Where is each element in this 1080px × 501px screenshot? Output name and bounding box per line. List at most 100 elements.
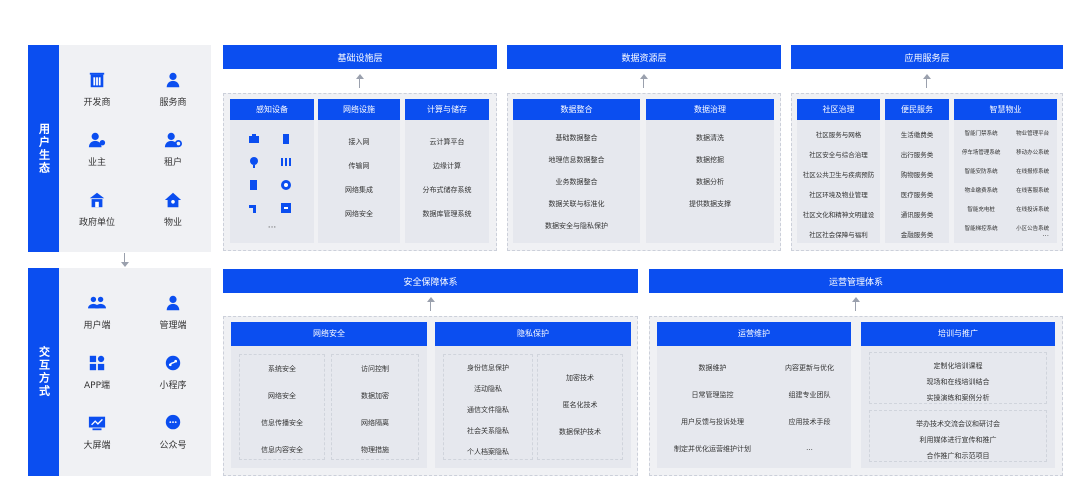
list-item: 智能梯控系统 — [964, 226, 998, 232]
more-indicator: ··· — [267, 223, 277, 233]
list-item: 应用技术手段 — [788, 418, 831, 426]
list-item: 社会关系隐私 — [467, 427, 509, 435]
list-item: 智能安防系统 — [964, 169, 998, 175]
device-icon — [250, 180, 257, 190]
list-item: 身份信息保护 — [467, 364, 509, 372]
client-user-app: 用户端 — [59, 282, 135, 342]
list-item: 智能充电桩 — [967, 207, 995, 213]
more-indicator: ··· — [1042, 232, 1049, 240]
list-item: 移动办公系统 — [1016, 150, 1050, 156]
list-item: 实操演练和案例分析 — [926, 394, 990, 402]
list-item: ... — [806, 444, 813, 452]
list-item: 网络隔离 — [361, 419, 389, 427]
convenience-title: 便民服务 — [885, 99, 949, 120]
list-item: 小区公告系统 — [1016, 226, 1050, 232]
tap-icon — [249, 205, 256, 213]
list-item: 网络安全 — [345, 210, 373, 218]
user-service-provider: 服务商 — [135, 59, 211, 119]
client-big-screen: 大屏端 — [59, 402, 135, 462]
apps-icon — [89, 355, 105, 370]
operations-system-bar: 运营管理体系 — [649, 269, 1063, 293]
list-item: 在线投诉系统 — [1016, 207, 1050, 213]
list-item: 提供数据支撑 — [689, 200, 731, 208]
sensor-icon — [250, 157, 258, 168]
list-item: 社区安全与综合治理 — [809, 151, 868, 159]
list-item: 社区文化和精神文明建设 — [802, 211, 875, 219]
person-icon — [166, 72, 180, 87]
list-item: 活动隐私 — [474, 385, 502, 393]
integration-title: 数据整合 — [513, 99, 640, 120]
client-app: APP端 — [59, 342, 135, 402]
data-governance-panel: 数据治理 数据清洗 数据挖掘 数据分析 提供数据支撑 — [646, 99, 774, 243]
list-item: 举办技术交流会议和研讨会 — [916, 420, 1000, 428]
training-group-2: 举办技术交流会议和研讨会 利用媒体进行宣传和推广 合作推广和示范项目 — [869, 410, 1047, 462]
list-item: 数据挖掘 — [696, 156, 724, 164]
training-panel: 定制化培训课程 现场和在线培训结合 实操演练和案例分析 举办技术交流会议和研讨会… — [861, 346, 1055, 468]
list-item: 网络集成 — [345, 186, 373, 194]
list-item: 通讯服务类 — [900, 211, 934, 219]
user-developer: 开发商 — [59, 59, 135, 119]
government-icon — [89, 192, 105, 207]
list-item: 通信文件隐私 — [467, 406, 509, 414]
community-panel: 社区治理 社区服务与网格 社区安全与综合治理 社区公共卫生与疾病预防 社区环境及… — [797, 99, 880, 243]
user-ecosystem-panel: 开发商 服务商 业主 租户 政府单位 物业 — [59, 45, 211, 252]
list-item: 信息内容安全 — [261, 446, 303, 454]
list-item: 在线报修系统 — [1016, 169, 1050, 175]
list-item: 物理措施 — [361, 446, 389, 454]
convenience-panel: 便民服务 生活缴费类 出行服务类 购物服务类 医疗服务类 通讯服务类 金融服务类 — [885, 99, 949, 243]
user-ecosystem-label: 用户生态 — [28, 45, 59, 252]
list-item: 数据加密 — [361, 392, 389, 400]
interaction-panel: 用户端 管理端 APP端 小程序 大屏端 公众号 — [59, 268, 211, 476]
chat-icon — [165, 414, 181, 429]
list-item: 数据维护 — [698, 364, 727, 372]
sensing-panel: 感知设备 ··· — [230, 99, 314, 243]
maintenance-panel: 数据维护 日常管理监控 用户反馈与投诉处理 制定并优化运营维护计划 内容更新与优… — [657, 346, 851, 468]
list-item: 日常管理监控 — [691, 391, 734, 399]
list-item: 数据保护技术 — [559, 428, 601, 436]
arrow-up — [426, 297, 436, 311]
layer-app-bar: 应用服务层 — [791, 45, 1063, 69]
list-item: 出行服务类 — [900, 151, 934, 159]
arrow-up — [922, 74, 932, 88]
privacy-col2: 加密技术 匿名化技术 数据保护技术 — [537, 354, 623, 460]
net-security-panel: 系统安全 网络安全 信息传播安全 信息内容安全 访问控制 数据加密 网络隔离 物… — [231, 346, 427, 468]
list-item: 系统安全 — [268, 365, 296, 373]
training-title: 培训与推广 — [861, 322, 1055, 346]
list-item: 停车场管理系统 — [961, 150, 1001, 156]
list-item: 社区公共卫生与疾病预防 — [802, 171, 875, 179]
house-icon — [164, 192, 182, 207]
privacy-col1: 身份信息保护 活动隐私 通信文件隐私 社会关系隐私 个人档案隐私 — [443, 354, 533, 460]
tenant-icon — [164, 132, 182, 147]
training-group-1: 定制化培训课程 现场和在线培训结合 实操演练和案例分析 — [869, 352, 1047, 404]
user-government: 政府单位 — [59, 179, 135, 239]
list-item: 组建专业团队 — [788, 391, 831, 399]
list-item: 金融服务类 — [900, 231, 934, 239]
property-title: 智慧物业 — [954, 99, 1057, 120]
user-owner: 业主 — [59, 119, 135, 179]
list-item: 个人档案隐私 — [467, 448, 509, 456]
list-item: 在线客服系统 — [1016, 188, 1050, 194]
list-item: 定制化培训课程 — [933, 362, 983, 370]
list-item: 接入网 — [348, 138, 370, 146]
list-item: 生活缴费类 — [900, 131, 934, 139]
smart-property-panel: 智慧物业 智能门禁系统 停车场管理系统 智能安防系统 物业缴费系统 智能充电桩 … — [954, 99, 1057, 243]
camera-icon — [281, 180, 291, 190]
list-item: 数据关联与标准化 — [548, 200, 605, 208]
list-item: 数据清洗 — [696, 134, 724, 142]
community-title: 社区治理 — [797, 99, 880, 120]
client-official-account: 公众号 — [135, 402, 211, 462]
users-icon — [88, 296, 106, 308]
governance-title: 数据治理 — [646, 99, 774, 120]
list-item: 现场和在线培训结合 — [926, 378, 990, 386]
battery-icon — [283, 134, 289, 144]
security-system-bar: 安全保障体系 — [223, 269, 638, 293]
user-tenant: 租户 — [135, 119, 211, 179]
net-security-title: 网络安全 — [231, 322, 427, 346]
list-item: 用户反馈与投诉处理 — [681, 418, 744, 426]
net-security-col2: 访问控制 数据加密 网络隔离 物理措施 — [331, 354, 419, 460]
list-item: 内容更新与优化 — [785, 364, 834, 372]
toolbox-icon — [249, 134, 259, 143]
network-panel: 网络设施 接入网 传输网 网络集成 网络安全 — [318, 99, 400, 243]
list-item: 基础数据整合 — [555, 134, 598, 142]
privacy-title: 隐私保护 — [435, 322, 631, 346]
